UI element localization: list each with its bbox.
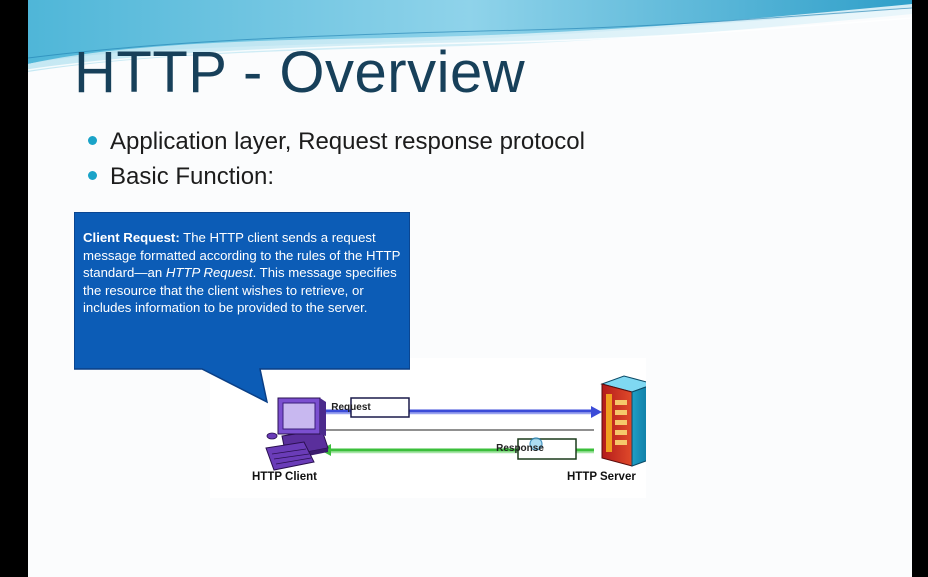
http-client-label: HTTP Client xyxy=(252,471,317,483)
bullet-item: Basic Function: xyxy=(88,159,585,194)
callout-italic-text: HTTP Request xyxy=(165,265,253,281)
callout-bold-lead: Client Request: xyxy=(83,230,180,245)
header-waves-decoration xyxy=(28,0,912,72)
callout-text-part2: . This message specifies the resource th… xyxy=(83,265,397,316)
request-arrowhead-icon xyxy=(591,406,602,418)
cursor-icon xyxy=(529,437,543,451)
callout-text: Client Request: The HTTP client sends a … xyxy=(83,229,401,317)
bullet-dot-icon xyxy=(88,171,97,180)
http-diagram xyxy=(265,375,646,471)
callout-bubble xyxy=(74,212,410,404)
bullet-text: Basic Function: xyxy=(110,163,275,190)
response-label: Response xyxy=(496,443,544,454)
callout-text-part1: The HTTP client sends a request message … xyxy=(83,230,401,281)
bullet-list: Application layer, Request response prot… xyxy=(88,124,585,194)
client-computer-icon xyxy=(265,397,329,471)
server-tower-icon xyxy=(600,375,646,467)
request-label: Request xyxy=(331,402,371,413)
bullet-dot-icon xyxy=(88,136,97,145)
bullet-text: Application layer, Request response prot… xyxy=(110,128,585,155)
http-server-label: HTTP Server xyxy=(567,471,636,483)
request-box xyxy=(350,397,410,418)
slide-title: HTTP - Overview xyxy=(74,40,526,105)
bullet-item: Application layer, Request response prot… xyxy=(88,124,585,159)
